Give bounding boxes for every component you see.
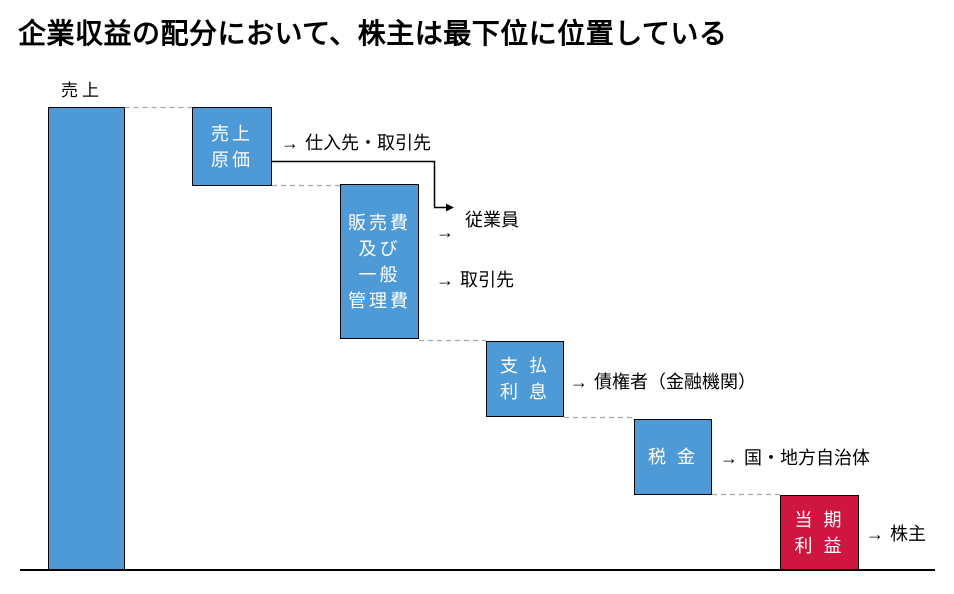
annotation-shareholders-text: 株主 (890, 524, 926, 544)
right-arrow-icon: → (436, 222, 454, 242)
page-title: 企業収益の配分において、株主は最下位に位置している (18, 18, 728, 49)
cogs-label-line1: 売上 (211, 123, 253, 144)
annotation-government: → 国・地方自治体 (720, 447, 870, 469)
sgna-label-line2: 及び (358, 238, 401, 259)
annotation-employees-text: 従業員 (465, 210, 519, 230)
annotation-shareholders: → 株主 (866, 523, 926, 545)
right-arrow-icon: → (720, 448, 738, 468)
annotation-employees-arrow: → (436, 221, 460, 243)
interest-label-line2: 利 息 (499, 382, 550, 402)
cogs-label-line2: 原価 (211, 149, 253, 170)
tax-label: 税 金 (647, 447, 698, 467)
sales-bar (48, 107, 125, 571)
interest-label-line1: 支 払 (499, 356, 550, 376)
net-income-label-line1: 当 期 (794, 510, 845, 530)
sgna-box: 販売費 及び 一般 管理費 (340, 184, 419, 339)
sgna-label-line1: 販売費 (348, 212, 411, 233)
right-arrow-icon: → (570, 372, 588, 392)
right-arrow-icon: → (866, 524, 884, 544)
annotation-employees: 従業員 (465, 209, 519, 231)
tax-box: 税 金 (634, 419, 712, 495)
annotation-partners: → 取引先 (436, 269, 514, 291)
annotation-creditors-text: 債権者（金融機関） (594, 372, 756, 392)
annotation-government-text: 国・地方自治体 (744, 448, 870, 468)
cogs-to-employees-arrowhead-icon (446, 203, 454, 212)
sgna-label-line3: 一般 (358, 264, 401, 285)
net-income-label-line2: 利 益 (794, 536, 845, 556)
interest-box: 支 払 利 息 (486, 341, 564, 417)
sgna-label-line4: 管理費 (348, 290, 411, 311)
annotation-creditors: → 債権者（金融機関） (570, 371, 756, 393)
annotation-suppliers: → 仕入先・取引先 (281, 132, 431, 154)
sales-bar-label: 売上 (61, 81, 103, 100)
right-arrow-icon: → (281, 133, 299, 153)
right-arrow-icon: → (436, 270, 454, 290)
net-income-box: 当 期 利 益 (780, 495, 859, 571)
cogs-box: 売上 原価 (192, 107, 272, 186)
annotation-suppliers-text: 仕入先・取引先 (305, 133, 431, 153)
annotation-partners-text: 取引先 (460, 270, 514, 290)
